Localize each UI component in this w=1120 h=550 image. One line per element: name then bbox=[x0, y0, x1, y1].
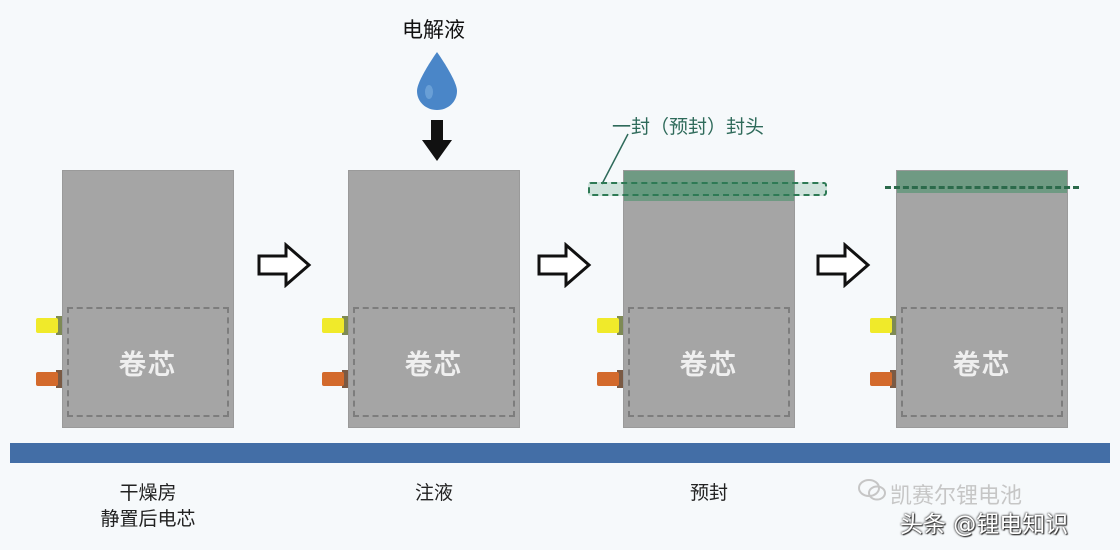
negative-tab-stub bbox=[617, 370, 623, 388]
seal-line bbox=[885, 186, 1079, 189]
watermark-toutiao: 头条 @锂电知识 bbox=[900, 512, 1069, 538]
seal-head-band bbox=[588, 182, 827, 196]
step-label-1: 干燥房 静置后电芯 bbox=[58, 480, 238, 532]
positive-tab bbox=[597, 318, 619, 333]
negative-tab bbox=[870, 372, 892, 386]
step-label-line: 预封 bbox=[689, 482, 728, 504]
seal-head-label: 一封（预封）封头 bbox=[612, 116, 765, 138]
step-arrow-icon bbox=[816, 242, 871, 288]
step-arrow-icon bbox=[257, 242, 312, 288]
negative-tab bbox=[36, 372, 58, 386]
negative-tab-stub bbox=[56, 370, 62, 388]
positive-tab-stub bbox=[342, 316, 348, 335]
core-label: 卷芯 bbox=[953, 349, 1011, 381]
cell-step-2: 卷芯 bbox=[348, 170, 520, 428]
seal-leader-line bbox=[601, 133, 629, 185]
negative-tab-stub bbox=[342, 370, 348, 388]
step-arrow-icon bbox=[537, 242, 592, 288]
cell-step-3: 卷芯 bbox=[623, 170, 795, 428]
electrolyte-label: 电解液 bbox=[402, 18, 465, 42]
positive-tab-stub bbox=[617, 316, 623, 335]
core-label: 卷芯 bbox=[680, 349, 738, 381]
negative-tab-stub bbox=[890, 370, 896, 388]
positive-tab-stub bbox=[56, 316, 62, 335]
positive-tab bbox=[870, 318, 892, 333]
core-label: 卷芯 bbox=[405, 349, 463, 381]
step-label-3: 预封 bbox=[619, 480, 799, 506]
positive-tab bbox=[36, 318, 58, 333]
jelly-roll-core: 卷芯 bbox=[628, 307, 790, 417]
down-arrow-icon bbox=[422, 120, 452, 161]
cell-step-1: 卷芯 bbox=[62, 170, 234, 428]
electrolyte-drop-icon bbox=[417, 52, 457, 110]
cell-step-4: 卷芯 bbox=[896, 170, 1068, 428]
watermark-brand: 凯赛尔锂电池 bbox=[890, 484, 1023, 509]
step-label-2: 注液 bbox=[344, 480, 524, 506]
jelly-roll-core: 卷芯 bbox=[901, 307, 1063, 417]
jelly-roll-core: 卷芯 bbox=[353, 307, 515, 417]
step-label-line: 注液 bbox=[414, 482, 453, 504]
conveyor-belt bbox=[10, 443, 1110, 463]
positive-tab bbox=[322, 318, 344, 333]
seal-green-band bbox=[897, 171, 1067, 193]
core-label: 卷芯 bbox=[119, 349, 177, 381]
negative-tab bbox=[322, 372, 344, 386]
step-label-line: 静置后电芯 bbox=[100, 508, 196, 530]
step-label-line: 干燥房 bbox=[119, 482, 177, 504]
seal-green-band bbox=[624, 171, 794, 201]
positive-tab-stub bbox=[890, 316, 896, 335]
jelly-roll-core: 卷芯 bbox=[67, 307, 229, 417]
negative-tab bbox=[597, 372, 619, 386]
wechat-icon bbox=[858, 479, 886, 501]
